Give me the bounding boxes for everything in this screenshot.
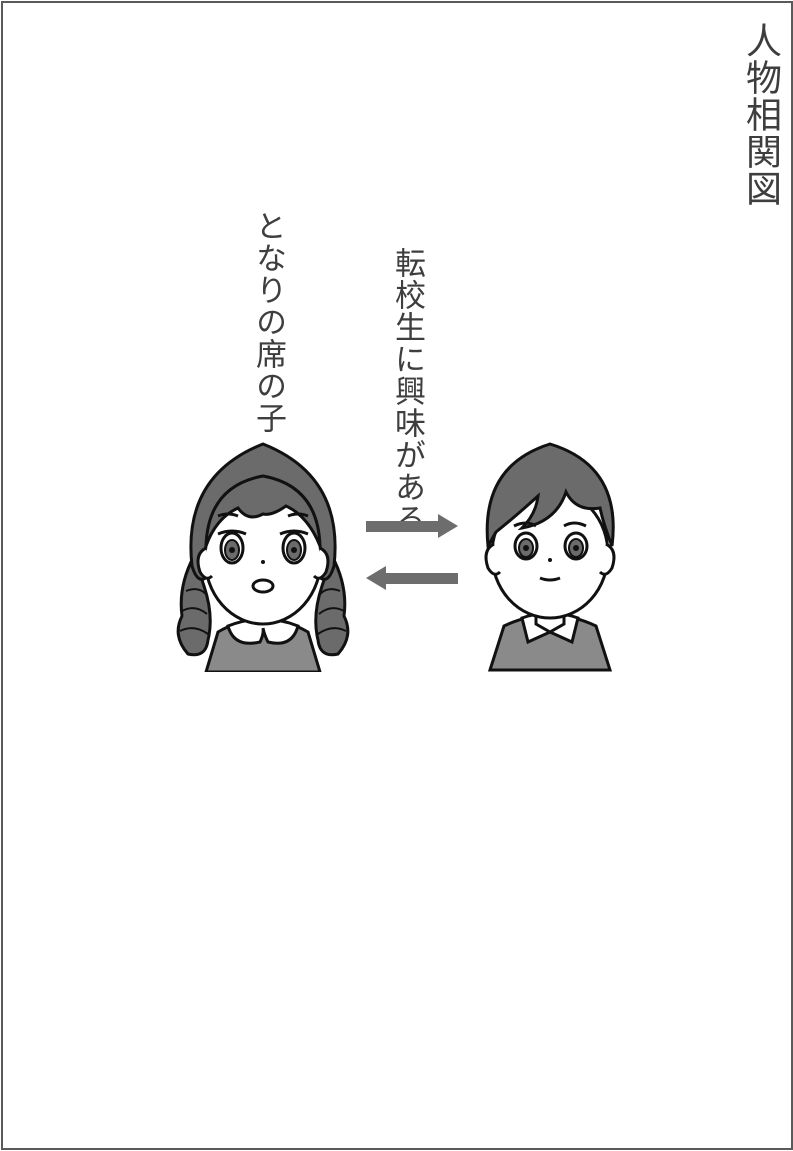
- diagram-title: 人物相関図: [740, 22, 781, 207]
- relation-label: 転校生に興味がある: [389, 247, 425, 535]
- arrow-left: [366, 566, 458, 590]
- arrow-right: [366, 514, 458, 538]
- boy-character: [484, 442, 616, 672]
- girl-character: [176, 442, 350, 672]
- boy-hair: [485, 442, 615, 551]
- girl-collar: [226, 617, 300, 645]
- girl-label: となりの席の子: [250, 210, 286, 434]
